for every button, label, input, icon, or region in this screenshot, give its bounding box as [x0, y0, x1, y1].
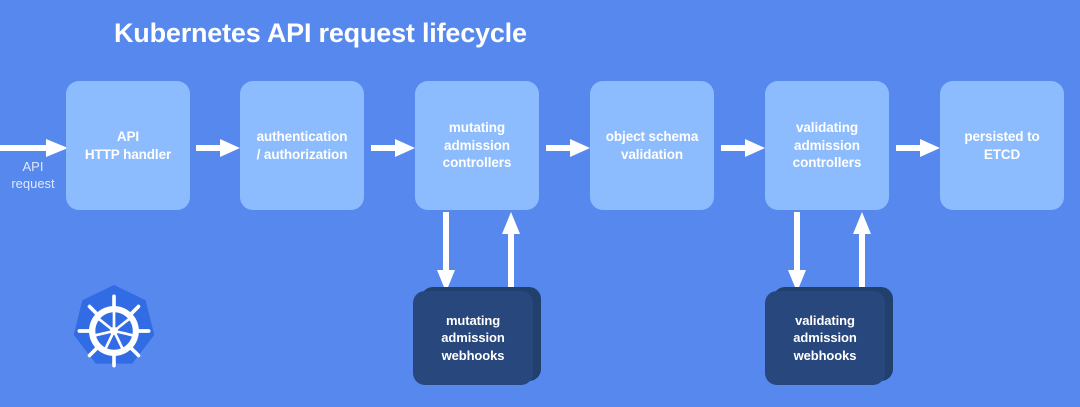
kubernetes-logo-icon: [66, 283, 162, 379]
stage-persisted-to-etcd[interactable]: persisted to ETCD: [940, 81, 1064, 210]
stage-api-http-handler[interactable]: API HTTP handler: [66, 81, 190, 210]
webhook-validating-admission-webhooks[interactable]: validating admission webhooks: [765, 287, 893, 385]
card-front-layer: validating admission webhooks: [765, 291, 885, 385]
stage-label: object schema validation: [605, 128, 699, 162]
webhook-label: validating admission webhooks: [793, 312, 857, 363]
stage-label: API HTTP handler: [84, 128, 172, 162]
webhook-mutating-admission-webhooks[interactable]: mutating admission webhooks: [413, 287, 541, 385]
page-title: Kubernetes API request lifecycle: [114, 18, 527, 48]
arrow-mutating-controllers-to-object-schema: [546, 137, 590, 159]
arrow-mutating-webhooks-to-controllers: [500, 212, 522, 292]
stage-object-schema-validation[interactable]: object schema validation: [590, 81, 714, 210]
arrow-entry-to-api-http-handler: [0, 137, 68, 159]
stage-label: persisted to ETCD: [964, 128, 1040, 162]
arrow-object-schema-to-validating-controllers: [721, 137, 765, 159]
stage-authentication-authorization[interactable]: authentication / authorization: [240, 81, 364, 210]
entry-caption: API request: [11, 159, 55, 192]
arrow-validating-webhooks-to-controllers: [851, 212, 873, 292]
arrow-validating-controllers-to-webhooks: [786, 212, 808, 292]
arrow-validating-controllers-to-etcd: [896, 137, 940, 159]
arrow-authentication-to-mutating-controllers: [371, 137, 415, 159]
stage-validating-admission-controllers[interactable]: validating admission controllers: [765, 81, 889, 210]
stage-label: authentication / authorization: [256, 128, 348, 162]
card-front-layer: mutating admission webhooks: [413, 291, 533, 385]
stage-label: validating admission controllers: [792, 119, 862, 171]
arrow-mutating-controllers-to-webhooks: [435, 212, 457, 292]
webhook-label: mutating admission webhooks: [441, 312, 505, 363]
stage-label: mutating admission controllers: [442, 119, 512, 171]
stage-mutating-admission-controllers[interactable]: mutating admission controllers: [415, 81, 539, 210]
arrow-api-http-handler-to-authentication: [196, 137, 240, 159]
